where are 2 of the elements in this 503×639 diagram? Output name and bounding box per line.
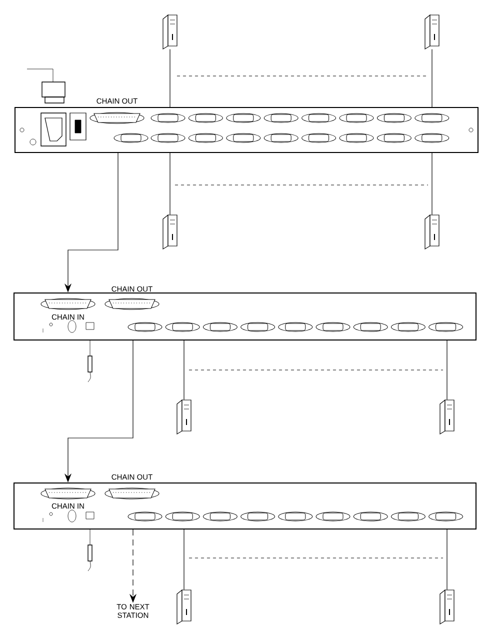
cable-line — [446, 340, 448, 400]
cable-line — [446, 529, 448, 590]
